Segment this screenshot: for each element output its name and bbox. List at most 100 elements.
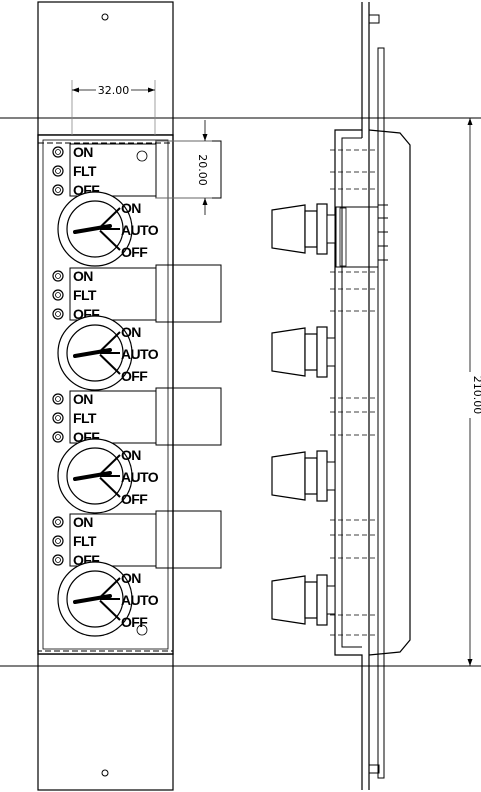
dim-arrow: [202, 198, 208, 205]
led-indicator: [52, 516, 64, 528]
rear-enclosure: [361, 129, 411, 656]
knob-bushing-side: [326, 585, 336, 615]
knob-pointer: [73, 348, 112, 358]
knob-nut-side: [316, 203, 328, 255]
led-indicator: [52, 270, 64, 282]
position-marker: [99, 353, 121, 375]
dim-arrow: [202, 134, 208, 141]
dim-switch-label: 20.00: [196, 154, 209, 186]
switch-body-outline: [155, 387, 222, 446]
led-label: FLT: [73, 410, 97, 426]
knob-side: [271, 204, 306, 254]
knob-bushing-side: [326, 461, 336, 491]
knob-side-profile: [271, 574, 336, 626]
side-hidden-lines: [330, 149, 388, 636]
selector-knob: [66, 570, 124, 628]
position-marker: [99, 599, 121, 621]
panel-hidden-edge: [37, 142, 174, 652]
knob-position-label: AUTO: [121, 222, 159, 238]
led-indicator: [52, 412, 64, 424]
led-label: FLT: [73, 533, 97, 549]
led-indicator: [55, 538, 61, 544]
rear-plate: [377, 47, 385, 779]
led-indicator: [55, 396, 61, 402]
led-label: ON: [73, 514, 93, 530]
led-indicator: [55, 149, 61, 155]
bottom-mount-hole: [101, 769, 109, 777]
led-indicator: [55, 557, 61, 563]
knob-nut-side: [316, 574, 328, 626]
knob-bushing-side: [326, 214, 336, 244]
led-indicator: [52, 554, 64, 566]
switch-modules: ONFLTOFFONAUTOOFFONFLTOFFONAUTOOFFONFLTO…: [52, 140, 222, 637]
knob-collar-side: [304, 333, 318, 371]
led-label: ON: [73, 144, 93, 160]
led-label: ON: [73, 268, 93, 284]
position-marker: [99, 229, 121, 251]
led-indicator: [52, 146, 64, 158]
switch-body-outline: [155, 264, 222, 323]
front-view: ONFLTOFFONAUTOOFFONFLTOFFONAUTOOFFONFLTO…: [37, 1, 222, 791]
led-indicator: [55, 519, 61, 525]
led-indicator: [55, 292, 61, 298]
led-indicator: [55, 311, 61, 317]
knob-side: [271, 327, 306, 377]
switch-body-side: [335, 206, 379, 268]
led-indicator: [52, 165, 64, 177]
led-indicator: [52, 184, 64, 196]
position-marker: [99, 454, 121, 476]
dim-width-label: 32.00: [98, 84, 130, 97]
dim-overall-label: 210.00: [471, 376, 481, 415]
knob-collar-side: [304, 581, 318, 619]
knob-position-label: OFF: [121, 491, 148, 507]
knob-pointer: [73, 594, 112, 604]
led-indicator: [55, 434, 61, 440]
knob-pointer: [73, 471, 112, 481]
knob-position-label: AUTO: [121, 592, 159, 608]
bottom-stud: [368, 764, 380, 774]
selector-knob: [66, 324, 124, 382]
dim-arrow: [148, 87, 155, 93]
position-marker: [99, 331, 121, 353]
bracket-inner: [341, 137, 362, 648]
top-mounting-tab: [37, 1, 174, 136]
led-indicator: [52, 393, 64, 405]
led-indicator: [55, 168, 61, 174]
position-marker: [99, 476, 121, 498]
knob-position-label: ON: [121, 324, 141, 340]
knob-nut-side: [316, 450, 328, 502]
knob-position-label: OFF: [121, 614, 148, 630]
side-view: 210.00: [271, 2, 481, 790]
led-indicator: [55, 273, 61, 279]
led-indicator: [52, 308, 64, 320]
knob-side-profile: [271, 450, 336, 502]
knob-position-label: OFF: [121, 368, 148, 384]
position-marker: [99, 577, 121, 599]
top-mount-hole: [101, 13, 109, 21]
knob-side-profile: [271, 326, 336, 378]
knob-side: [271, 451, 306, 501]
knob-position-label: AUTO: [121, 469, 159, 485]
knob-collar-side: [304, 457, 318, 495]
led-indicator: [52, 535, 64, 547]
panel-logo: [136, 150, 148, 162]
led-indicator: [55, 187, 61, 193]
dim-arrow: [72, 87, 79, 93]
top-stud: [368, 14, 380, 24]
switch-body-side: [339, 207, 347, 267]
knob-side-profile: [271, 203, 336, 255]
knob-position-label: ON: [121, 447, 141, 463]
led-indicator: [55, 415, 61, 421]
knob-position-label: OFF: [121, 244, 148, 260]
selector-knob: [66, 200, 124, 258]
led-label: ON: [73, 391, 93, 407]
knob-position-label: ON: [121, 200, 141, 216]
knob-collar-side: [304, 210, 318, 248]
side-knobs: [271, 203, 336, 626]
switch-body-outline: [155, 510, 222, 569]
